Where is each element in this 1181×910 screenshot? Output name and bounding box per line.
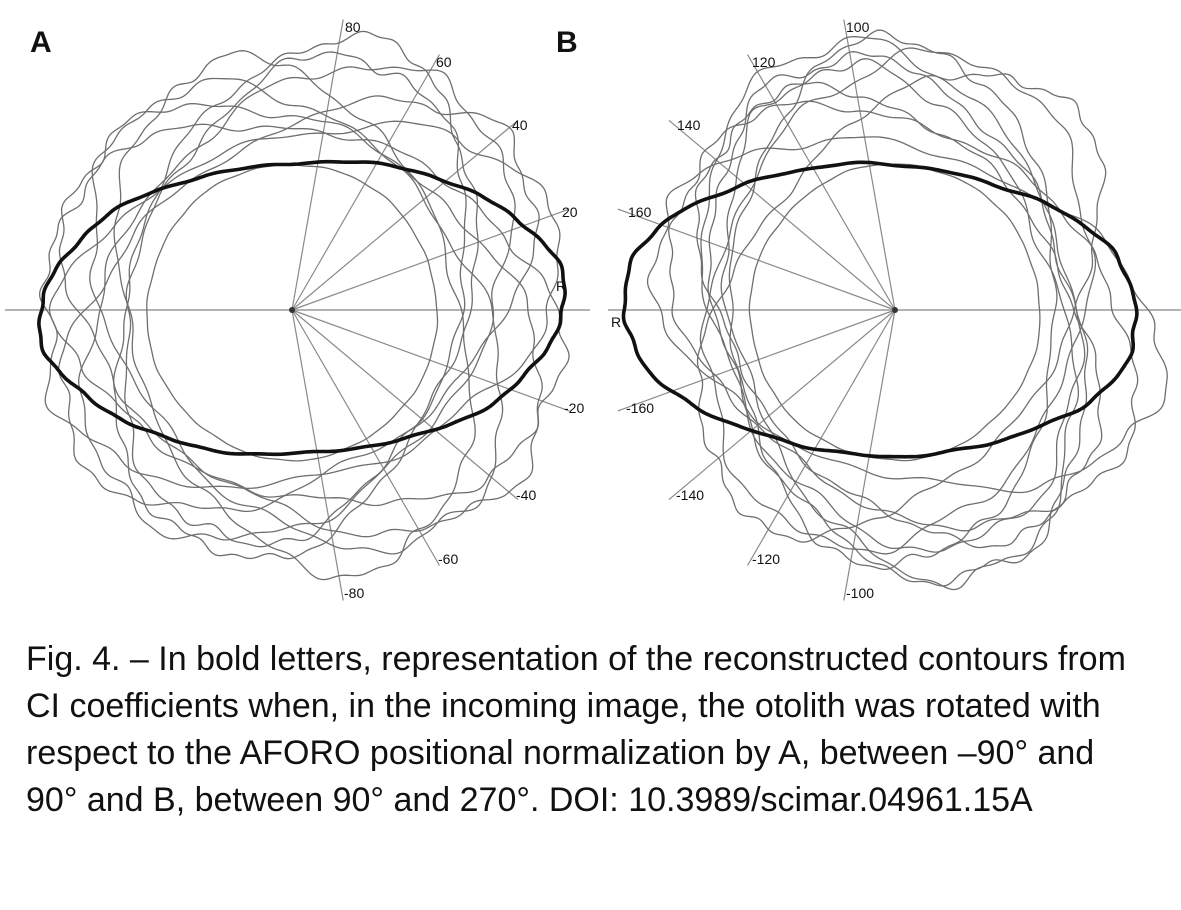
panel-a-radial-line [291, 19, 344, 311]
panel-a-reconstructed-contour [37, 159, 567, 457]
panel-b-rotated-contour [728, 29, 1058, 571]
panel-b-angle-label-160: 160 [628, 204, 652, 220]
panel-b-rotated-contour [646, 136, 1168, 494]
panel-b-rotated-contour [748, 163, 1041, 462]
panel-a-rotated-contour [113, 50, 476, 581]
panel-a-angle-label-60: 60 [436, 54, 452, 70]
panel-b: B 100 120 140 160 -160 -140 -120 -100 R [556, 19, 1181, 601]
panel-b-rotated-contour [720, 58, 1080, 591]
panel-b-rotated-contour [700, 35, 1086, 553]
panel-a-rotated-contour [124, 51, 467, 548]
panel-b-radial-line [746, 309, 896, 566]
panel-b-letter: B [556, 26, 578, 59]
panel-b-rotated-contour [696, 73, 1107, 543]
panel-a-radial-line [291, 309, 441, 566]
panel-b-rotated-contour [694, 81, 1103, 549]
panel-a-radial-line [291, 54, 441, 311]
panel-a-angle-label-minus20: -20 [564, 400, 584, 416]
panel-b-radial-line [746, 54, 896, 311]
panel-b-angle-label-120: 120 [752, 54, 776, 70]
panel-b-rotated-contour [707, 51, 1089, 587]
panel-a-radial-line [291, 309, 570, 412]
panel-b-r-label: R [611, 314, 621, 330]
panel-a-radial-line [291, 208, 570, 311]
figure-panels: A 80 60 40 20 -20 -40 -60 -80 R B 100 12… [5, 19, 1181, 601]
panel-b-angle-label-minus100: -100 [846, 585, 874, 601]
panel-b-radial-lines [617, 19, 898, 601]
figure-caption: Fig. 4. – In bold letters, representatio… [26, 640, 1126, 819]
panel-b-reconstructed-contour [621, 160, 1139, 459]
panel-b-rotated-contours [646, 29, 1168, 591]
panel-b-angle-label-100: 100 [846, 19, 870, 35]
panel-a-rotated-contour [113, 30, 479, 560]
panel-a-rotated-contour [89, 77, 504, 555]
panel-a-angle-label-minus40: -40 [516, 487, 536, 503]
panel-a-r-label: R [556, 278, 566, 294]
panel-a-angle-label-minus80: -80 [344, 585, 364, 601]
panel-a-angle-label-minus60: -60 [438, 551, 458, 567]
panel-b-radial-line [668, 119, 896, 311]
panel-b-angle-label-140: 140 [677, 117, 701, 133]
panel-a: A 80 60 40 20 -20 -40 -60 -80 R [5, 19, 590, 601]
panel-b-radial-line [843, 19, 896, 311]
panel-a-letter: A [30, 26, 52, 59]
panel-b-rotated-contour [699, 47, 1097, 555]
panel-a-rotated-contour [44, 120, 561, 490]
panel-b-radial-line [617, 208, 896, 311]
panel-a-rotated-contour [146, 163, 439, 462]
panel-a-rotated-contours [39, 30, 570, 581]
panel-b-angle-label-minus120: -120 [752, 551, 780, 567]
panel-a-angle-label-20: 20 [562, 204, 578, 220]
panel-a-angle-label-40: 40 [512, 117, 528, 133]
panel-a-rotated-contour [39, 123, 570, 507]
panel-a-radial-line [291, 309, 519, 501]
panel-a-angle-label-80: 80 [345, 19, 361, 35]
panel-a-rotated-contour [78, 66, 516, 541]
panel-a-rotated-contour [58, 103, 543, 538]
panel-a-radial-line [291, 119, 519, 311]
panel-b-angle-label-minus140: -140 [676, 487, 704, 503]
panel-a-radial-lines [289, 19, 570, 601]
panel-a-rotated-contour [58, 95, 540, 513]
panel-a-radial-line [291, 309, 344, 601]
panel-b-rotated-contour [668, 100, 1139, 532]
panel-b-angle-label-minus160: -160 [626, 400, 654, 416]
panel-b-radial-line [617, 309, 896, 412]
